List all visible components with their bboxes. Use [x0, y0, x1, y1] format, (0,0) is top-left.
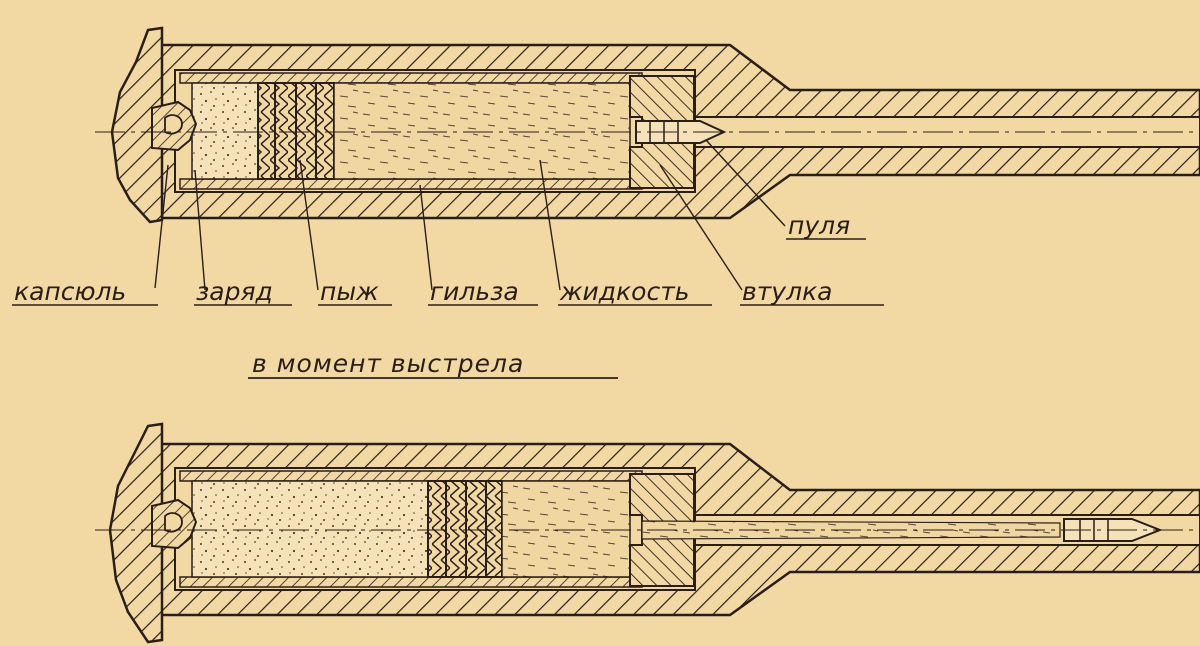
charge-top: [191, 82, 259, 180]
liquid-remaining-bottom: [501, 480, 631, 578]
case-wall-upper-top: [179, 72, 643, 84]
leader-lines: [154, 139, 786, 291]
cartridge-before-firing: [95, 26, 1200, 224]
case-wall-lower-bottom: [179, 576, 643, 588]
capsule-bottom: [151, 498, 198, 550]
gas-expanded-bottom: [191, 480, 429, 578]
liquid-top: [333, 82, 631, 180]
label-wad: пыж: [320, 277, 379, 306]
bullet-top: [635, 120, 727, 144]
label-case: гильза: [430, 277, 519, 306]
caption-at-moment-of-shot: в момент выстрела: [252, 349, 524, 378]
label-liquid: жидкость: [559, 277, 690, 306]
cartridge-at-firing: [95, 422, 1200, 644]
case-wall-lower-top: [179, 178, 643, 190]
label-bushing: втулка: [742, 277, 833, 306]
part-labels: капсюль заряд пыж гильза жидкость втулка…: [12, 211, 884, 306]
case-wall-upper-bottom: [179, 470, 643, 482]
label-capsule: капсюль: [14, 277, 126, 306]
label-charge: заряд: [196, 277, 273, 306]
label-bullet: пуля: [788, 211, 850, 240]
